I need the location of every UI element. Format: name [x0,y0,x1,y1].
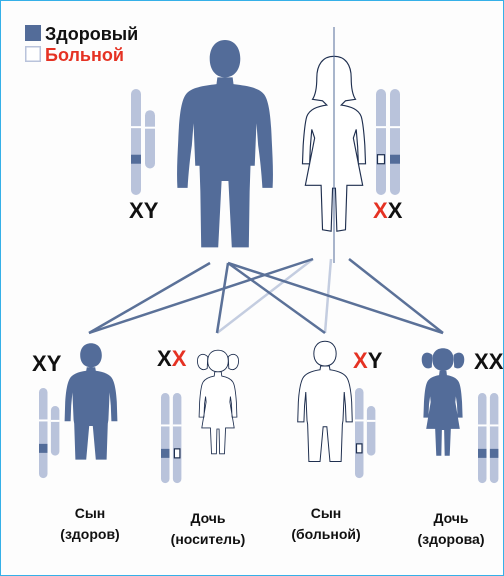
son-healthy-genotype: XY [32,351,62,376]
child-son-healthy [64,343,118,460]
daughter-healthy-chr-1: X [474,349,489,374]
caption-son-healthy-line2: (здоров) [60,526,119,542]
son-affected-chromosome-1 [355,388,364,479]
mother-chromosome-1 [376,89,386,195]
father-figure [177,39,273,248]
father-genotype: XY [129,198,159,223]
caption-daughter-carrier-line2: (носитель) [171,531,246,547]
svg-text:XY: XY [129,198,159,223]
child-daughter-carrier [196,349,240,455]
child-son-affected [297,340,353,463]
caption-son-healthy-line1: Сын [75,505,106,521]
caption-daughter-carrier: Дочь (носитель) [171,510,246,547]
chromosome-pairs [39,89,499,484]
svg-text:XX: XX [373,198,403,223]
legend-healthy-label: Здоровый [45,24,138,44]
son-affected-chromosome-2 [366,406,376,456]
mother-chr-2: X [388,198,403,223]
mother-chr-1: X [373,198,388,223]
caption-daughter-healthy-line1: Дочь [433,510,468,526]
inheritance-line-light [216,258,314,334]
daughter-carrier-chromosome-2 [172,393,182,484]
son-healthy-chr-1: X [32,351,47,376]
legend: Здоровый Больной [25,24,138,65]
daughter-carrier-chr-2: X [172,346,187,371]
caption-son-affected-line1: Сын [311,505,342,521]
inheritance-line [227,261,326,335]
daughter-carrier-genotype: XX [157,346,187,371]
daughter-carrier-chr-1: X [157,346,172,371]
svg-text:XY: XY [32,351,62,376]
son-healthy-chromosome-1 [39,388,48,479]
caption-son-affected: Сын (больной) [291,505,360,542]
son-affected-chr-1: X [353,348,368,373]
daughter-healthy-chr-2: X [489,349,503,374]
inheritance-lines [88,257,444,335]
svg-text:XX: XX [157,346,187,371]
caption-son-healthy: Сын (здоров) [60,505,119,542]
mother-chromosome-2 [390,89,400,195]
caption-son-affected-line2: (больной) [291,526,360,542]
svg-text:XX: XX [474,349,503,374]
caption-daughter-healthy-line2: (здорова) [417,531,484,547]
son-healthy-chromosome-2 [50,406,60,456]
caption-daughter-carrier-line1: Дочь [190,510,225,526]
daughter-healthy-genotype: XX [474,349,503,374]
mother-genotype: XX [373,198,403,223]
legend-affected-swatch [25,46,41,62]
inheritance-line [227,261,444,335]
father-chromosome-2 [145,110,155,169]
caption-daughter-healthy: Дочь (здорова) [417,510,484,547]
inheritance-line [88,257,314,335]
legend-healthy-swatch [25,25,41,41]
daughter-healthy-chromosome-2 [489,393,499,484]
inheritance-line [88,261,211,335]
inheritance-line [348,258,444,334]
inheritance-line [215,262,230,334]
legend-affected-label: Больной [45,45,124,65]
father-chromosome-1 [131,89,141,195]
daughter-carrier-chromosome-1 [161,393,170,484]
son-affected-chr-2: Y [368,348,383,373]
father-chr-1: X [129,198,144,223]
father-chr-2: Y [144,198,159,223]
mother-figure [301,27,367,263]
svg-text:XY: XY [353,348,383,373]
son-healthy-chr-2: Y [47,351,62,376]
daughter-healthy-chromosome-1 [478,393,487,484]
child-daughter-healthy [421,348,465,456]
son-affected-genotype: XY [353,348,383,373]
